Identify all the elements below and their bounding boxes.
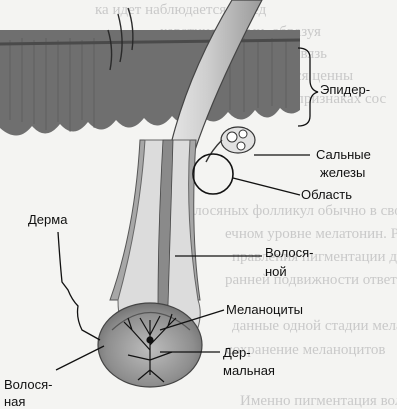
label-dermal-2: мальная [223, 363, 275, 378]
sebaceous-gland [206, 127, 255, 162]
label-follicle-2: ная [4, 394, 25, 409]
leader-follicle [56, 346, 104, 370]
label-region: Область [301, 187, 352, 202]
leader-derma [58, 232, 100, 340]
label-dermal: Дер- [223, 345, 251, 360]
label-derma: Дерма [28, 212, 68, 227]
bg-line: ранней подвижности ответа [225, 272, 397, 288]
label-sebaceous-2: железы [320, 165, 365, 180]
label-epidermis: Эпидер- [320, 82, 370, 97]
region-circle [193, 154, 233, 194]
label-sebaceous: Сальные [316, 147, 371, 162]
leader-region [233, 178, 300, 195]
bg-line: волосяных фолликул обычно в свое [180, 203, 397, 219]
label-hair: Волося- [265, 245, 313, 260]
label-hair-2: ной [265, 264, 287, 279]
bg-line: правления пигментации дорог [232, 249, 397, 265]
epidermis-layer [0, 30, 300, 136]
bg-line: данные одной стадии меланин [232, 318, 397, 334]
bg-line: Именно пигментация волос [240, 393, 397, 409]
label-follicle: Волося- [4, 377, 52, 392]
bg-line: ечном уровне мелатонин. Р [225, 226, 397, 242]
label-melanocytes: Меланоциты [226, 302, 303, 317]
